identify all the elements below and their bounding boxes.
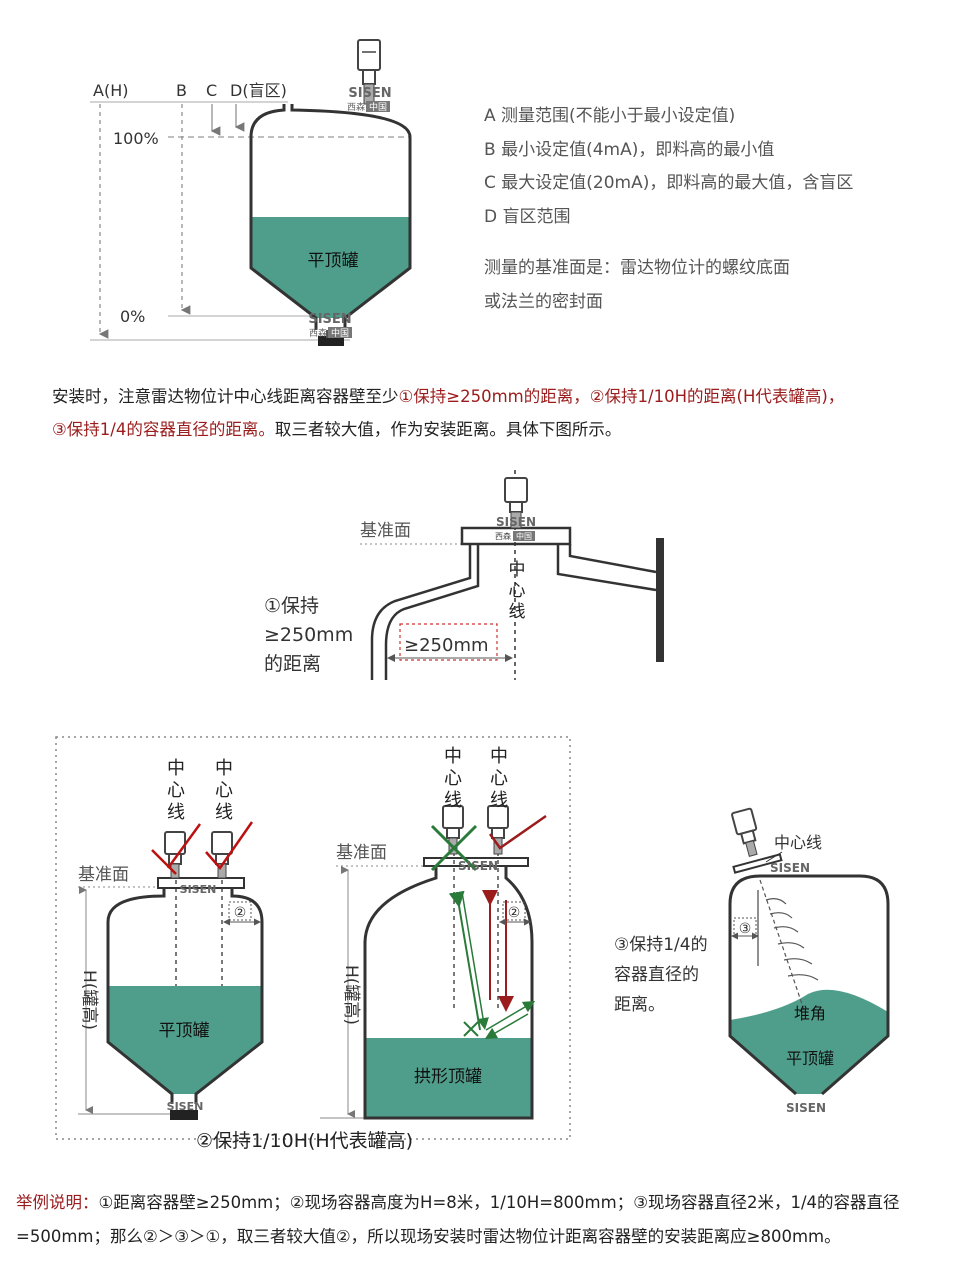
label-b: B (176, 81, 187, 100)
keep-250-line1: ①保持 (264, 595, 319, 617)
sensor-wrong-icon (164, 831, 186, 879)
install-note-red-1: ①保持≥250mm的距离，②保持1/10H的距离(H代表罐高)， (398, 387, 845, 406)
measurement-range-diagram: A(H) B C D(盲区) 100% 0% 平顶罐 SISEN 西森 中国 S… (90, 39, 412, 346)
center-line-label-left-2: 中心线 (215, 758, 233, 823)
svg-text:中国: 中国 (369, 101, 387, 113)
center-line-char: 线 (509, 602, 526, 622)
clearance-250mm-diagram: 基准面 中心线 SISEN 西森 中国 ≥250mm ①保持 ≥250mm 的距… (264, 470, 664, 680)
center-line-char: 线 (167, 802, 185, 823)
svg-text:SISEN: SISEN (167, 1100, 204, 1113)
install-note-prefix: 安装时，注意雷达物位计中心线距离容器壁至少 (52, 387, 399, 406)
center-line-char: 中 (490, 746, 508, 767)
svg-text:西森: 西森 (309, 327, 327, 339)
svg-text:SISEN: SISEN (308, 312, 351, 327)
basis-line-2: 或法兰的密封面 (484, 291, 603, 312)
center-line-char: 心 (490, 768, 508, 789)
marker-2-mid: ② (508, 905, 521, 921)
center-line-char: 中 (215, 758, 233, 779)
arch-tank-label: 拱形顶罐 (414, 1067, 482, 1087)
diagram3-caption: ②保持1/10H(H代表罐高) (196, 1130, 413, 1152)
center-line-char: 中 (444, 746, 462, 767)
keep-quarter-line2: 容器直径的 (614, 965, 699, 985)
svg-text:SISEN: SISEN (458, 859, 498, 873)
center-line-char: 心 (215, 780, 233, 801)
h-label-mid: H(罐高) (341, 965, 361, 1025)
center-line-char: 心 (167, 780, 185, 801)
cross-mark-icon (151, 823, 202, 875)
legend-item-b: B 最小设定值(4mA)，即料高的最小值 (484, 139, 775, 160)
green-cross-icon (430, 824, 478, 872)
legend: A 测量范围(不能小于最小设定值) B 最小设定值(4mA)，即料高的最小值 C… (484, 100, 853, 319)
dimension-label: ≥250mm (404, 635, 489, 656)
datum-mid-label: 基准面 (336, 843, 387, 863)
datum-label: 基准面 (360, 521, 411, 541)
quarter-diameter-diagram: ③ 中心线 SISEN SISEN 堆角 平顶罐 ③保持1/4的 容器直径的 距… (614, 807, 890, 1115)
sensor-right-icon (211, 831, 233, 879)
svg-text:西森: 西森 (347, 101, 365, 113)
sisen-logo: SISEN SISEN (167, 883, 217, 1113)
marker-2-left: ② (234, 905, 247, 921)
svg-text:SISEN: SISEN (786, 1101, 826, 1115)
radar-sensor-icon (357, 39, 381, 105)
install-note: 安装时，注意雷达物位计中心线距离容器壁至少①保持≥250mm的距离，②保持1/1… (52, 380, 942, 446)
center-line-label: 中心线 (774, 833, 822, 852)
basis-line-1: 测量的基准面是：雷达物位计的螺纹底面 (484, 258, 790, 278)
check-mark-icon (205, 821, 254, 871)
center-line-vertical-text: 中心线 (509, 560, 526, 622)
center-line-char: 线 (215, 802, 233, 823)
legend-item-c: C 最大设定值(20mA)，即料高的最大值，含盲区 (484, 173, 854, 193)
arch-tank (363, 857, 534, 1120)
install-note-suffix: 取三者较大值，作为安装距离。具体下图所示。 (274, 420, 622, 439)
keep-quarter-line3: 距离。 (614, 995, 665, 1015)
svg-text:SISEN: SISEN (348, 86, 391, 101)
center-line-char: 中 (167, 758, 185, 779)
center-line-char: 心 (444, 768, 462, 789)
keep-quarter-line1: ③保持1/4的 (614, 935, 708, 955)
flat-top-tank (249, 104, 412, 346)
svg-text:中国: 中国 (331, 327, 349, 339)
legend-item-d: D 盲区范围 (484, 206, 571, 227)
label-0pct: 0% (120, 307, 145, 326)
center-line-char: 线 (490, 790, 508, 811)
example-note: 举例说明：①距离容器壁≥250mm；②现场容器高度为H=8米，1/10H=800… (16, 1186, 951, 1254)
flat-tank-right (728, 874, 890, 1096)
label-100pct: 100% (113, 129, 159, 148)
center-line-label-mid-1: 中心线 (444, 746, 462, 811)
sisen-logo: SISEN 西森 中国 (495, 515, 536, 541)
center-line-label-mid-2: 中心线 (490, 746, 508, 811)
install-note-red-2: ③保持1/4的容器直径的距离。 (52, 420, 275, 439)
svg-text:SISEN: SISEN (496, 515, 536, 529)
flat-tank-label: 平顶罐 (159, 1021, 210, 1041)
sisen-logo-bottom: SISEN 西森 中国 (308, 312, 352, 339)
marker-3: ③ (739, 921, 752, 937)
flat-tank-left (106, 877, 264, 1120)
svg-text:西森: 西森 (495, 531, 511, 541)
red-check-icon (488, 814, 547, 850)
wall-plate (656, 538, 664, 662)
h-label-left: H(罐高) (79, 970, 99, 1030)
label-c: C (206, 81, 217, 100)
svg-text:SISEN: SISEN (770, 861, 810, 875)
keep-250-line2: ≥250mm (264, 624, 353, 646)
pile-label: 堆角 (794, 1004, 826, 1023)
tank-label: 平顶罐 (786, 1049, 834, 1068)
keep-250-line3: 的距离 (264, 653, 321, 675)
example-label: 举例说明： (16, 1193, 99, 1212)
radar-sensor-icon (504, 477, 528, 529)
example-text: ①距离容器壁≥250mm；②现场容器高度为H=8米，1/10H=800mm；③现… (16, 1193, 900, 1246)
legend-item-a: A 测量范围(不能小于最小设定值) (484, 106, 736, 126)
sisen-logo: SISEN 西森 中国 (347, 86, 392, 113)
center-line-label-left-1: 中心线 (167, 758, 185, 823)
label-d: D(盲区) (230, 81, 287, 100)
svg-text:SISEN: SISEN (180, 883, 217, 896)
center-line-char: 心 (509, 581, 526, 601)
one-tenth-h-diagram: 基准面 H(罐高) 平顶罐 ② 中心线 中心线 SISEN SISEN 基准面 … (55, 736, 571, 1152)
center-line-char: 中 (509, 560, 526, 580)
datum-left-label: 基准面 (78, 865, 129, 885)
label-a: A(H) (93, 81, 128, 100)
tank-label: 平顶罐 (308, 251, 359, 271)
center-line-char: 线 (444, 790, 462, 811)
sensor-tilted-icon (731, 807, 783, 874)
svg-text:中国: 中国 (516, 531, 532, 541)
